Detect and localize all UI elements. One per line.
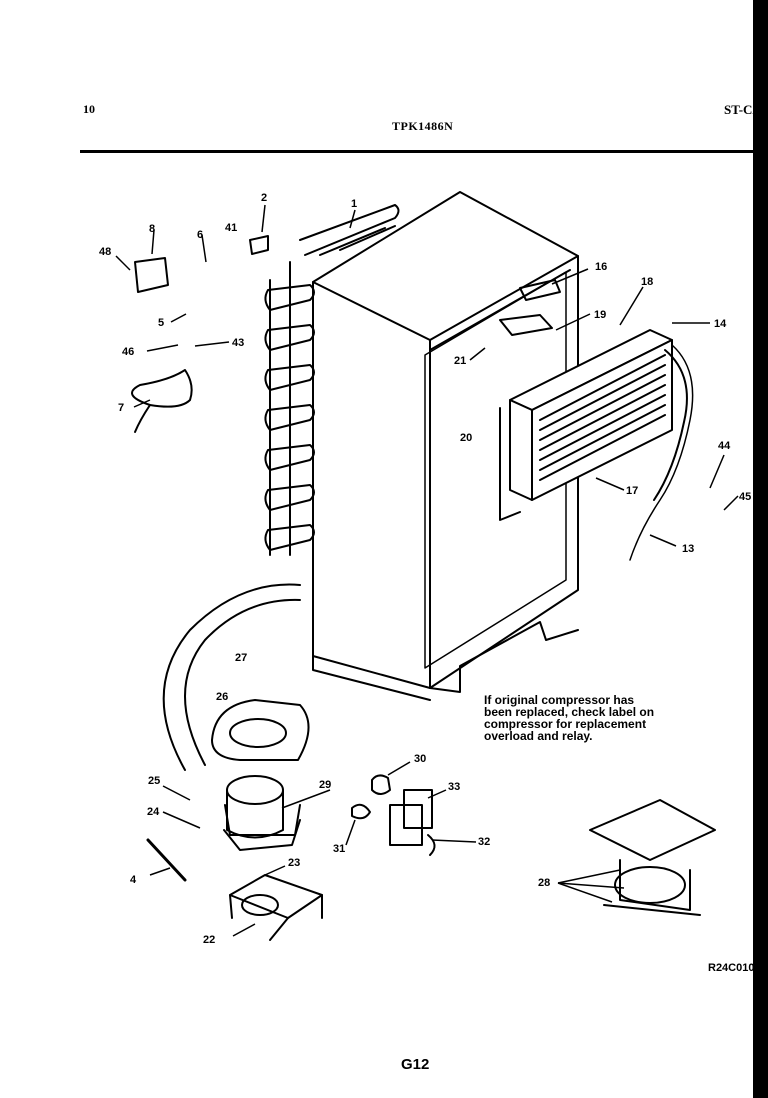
overload-drawing: [371, 774, 391, 795]
power-cord: [131, 369, 193, 408]
callout-32: 32: [478, 836, 490, 848]
callout-6: 6: [197, 229, 203, 241]
callout-8: 8: [149, 223, 155, 235]
callout-33: 33: [448, 781, 460, 793]
callout-45: 45: [739, 491, 751, 503]
note-line: overload and relay.: [484, 729, 593, 743]
relay-drawing: [389, 804, 423, 846]
drawing-reference-code: R24C0105: [708, 962, 761, 974]
callout-7: 7: [118, 402, 124, 414]
callout-1: 1: [351, 198, 357, 210]
callout-25: 25: [148, 775, 160, 787]
note-line: been replaced, check label on: [484, 705, 655, 719]
callout-26: 26: [216, 691, 228, 703]
callout-13: 13: [682, 543, 694, 555]
callout-labels: 1245678131416171819202122232425262728293…: [99, 192, 751, 946]
callout-30: 30: [414, 753, 426, 765]
callout-4: 4: [130, 874, 137, 886]
callout-leaders: [115, 204, 739, 937]
callout-27: 27: [235, 652, 247, 664]
callout-44: 44: [718, 440, 731, 452]
bracket-drawing: [134, 257, 169, 293]
callout-41: 41: [225, 222, 237, 234]
callout-21: 21: [454, 355, 466, 367]
callout-16: 16: [595, 261, 607, 273]
cabinet-drawing: [312, 191, 579, 701]
callout-29: 29: [319, 779, 331, 791]
callout-20: 20: [460, 432, 472, 444]
note-line: compressor for replacement: [484, 717, 647, 731]
drip-pan: [211, 699, 310, 761]
callout-18: 18: [641, 276, 653, 288]
compressor-base: [229, 874, 323, 941]
model-number: TPK1486N: [392, 119, 454, 133]
callout-19: 19: [594, 309, 606, 321]
filter-dryer: [146, 838, 187, 882]
callout-2: 2: [261, 192, 267, 204]
condenser-coil: [264, 204, 400, 556]
callout-46: 46: [122, 346, 134, 358]
callout-28: 28: [538, 877, 550, 889]
alternate-compressor: [589, 799, 716, 916]
callout-14: 14: [714, 318, 727, 330]
note-line: If original compressor has: [484, 693, 635, 707]
compressor-replacement-note: If original compressor has been replaced…: [484, 694, 704, 742]
callout-48: 48: [99, 246, 111, 258]
header-right-code: ST-CA: [724, 102, 762, 117]
callout-23: 23: [288, 857, 300, 869]
page-number: G12: [401, 1056, 430, 1073]
callout-22: 22: [203, 934, 215, 946]
evaporator-drawing: [499, 329, 694, 561]
callout-24: 24: [147, 806, 160, 818]
callout-31: 31: [333, 843, 345, 855]
drain-hose: [162, 583, 301, 771]
header-left-code: 10: [83, 102, 95, 116]
callout-5: 5: [158, 317, 164, 329]
compressor-drawing: [223, 775, 301, 851]
callout-43: 43: [232, 337, 244, 349]
header-rule: [80, 150, 753, 153]
callout-17: 17: [626, 485, 638, 497]
